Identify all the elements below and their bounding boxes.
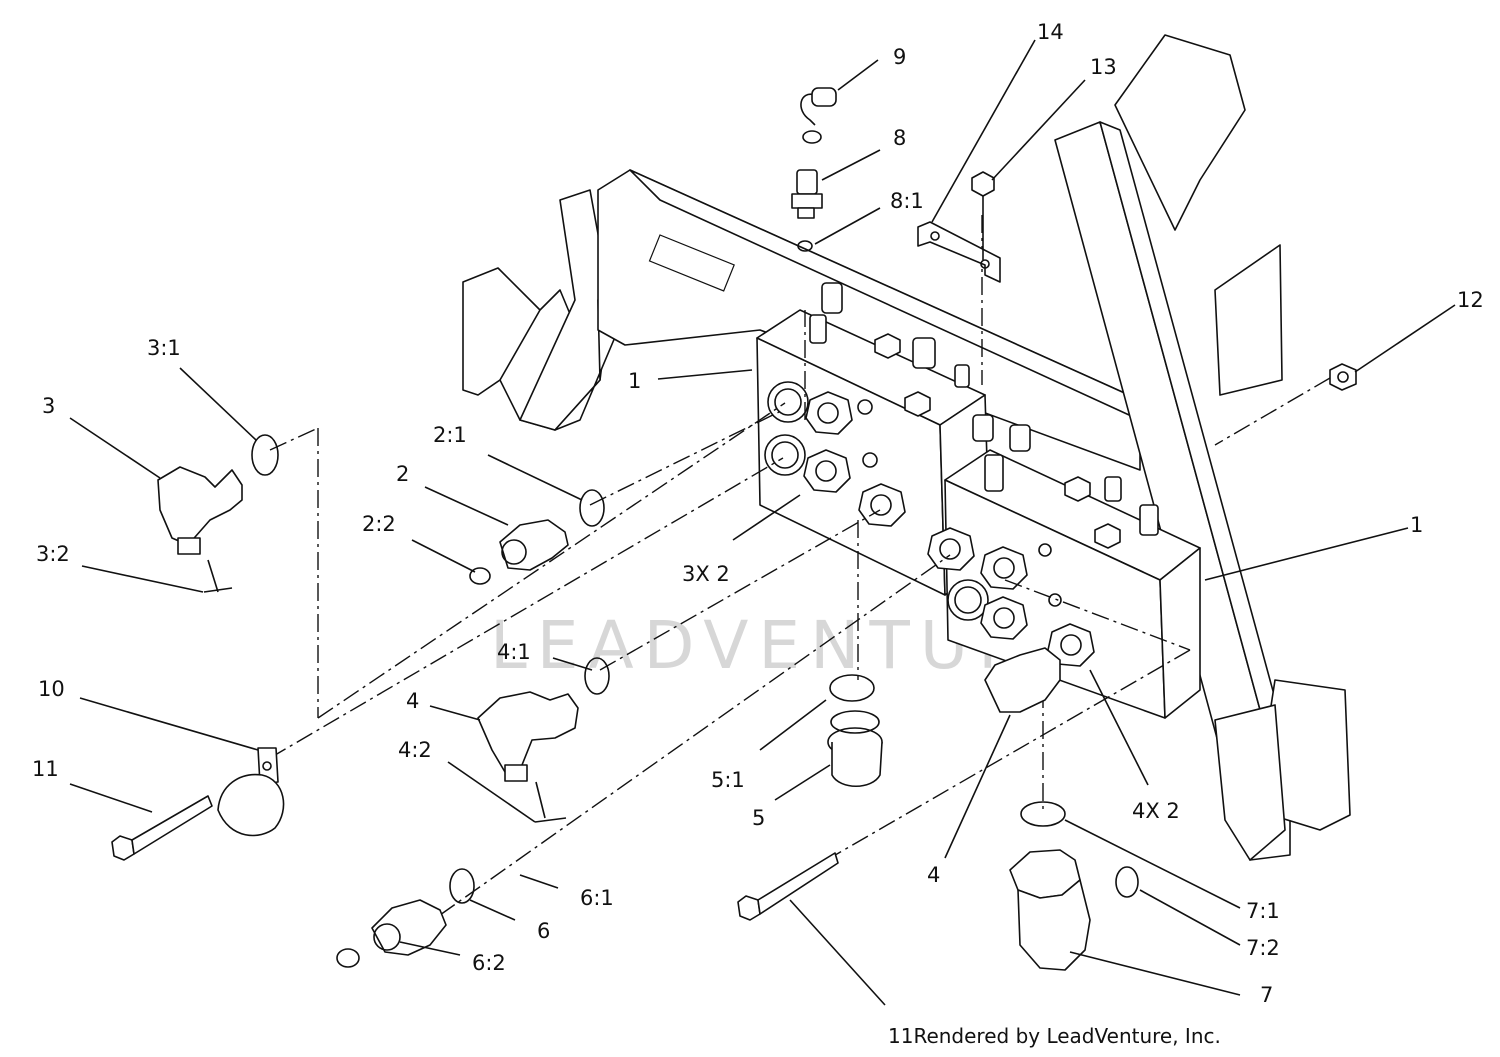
manifold-block-lower xyxy=(944,449,1201,719)
part-11-bolt-right xyxy=(737,852,839,921)
frame-channel xyxy=(597,169,1141,471)
part-4-elbow xyxy=(477,657,610,823)
callout-5-1: 5:1 xyxy=(711,768,745,792)
callout-5: 5 xyxy=(752,806,765,830)
callout-3-1: 3:1 xyxy=(147,336,181,360)
callout-4-2: 4:2 xyxy=(398,738,432,762)
callout-1-upper: 1 xyxy=(628,369,641,393)
callout-9: 9 xyxy=(893,45,906,69)
callout-6: 6 xyxy=(537,919,550,943)
callout-3-2: 3:2 xyxy=(36,542,70,566)
explode-centerlines xyxy=(269,215,1331,916)
render-credit: 11Rendered by LeadVenture, Inc. xyxy=(888,1024,1221,1048)
part-7-elbow xyxy=(1009,801,1139,971)
callout-4-upper: 4 xyxy=(406,689,419,713)
part-12-nut xyxy=(1329,363,1357,391)
callout-2: 2 xyxy=(396,462,409,486)
callout-6-1: 6:1 xyxy=(580,886,614,910)
callout-4x2: 4X 2 xyxy=(1132,799,1180,823)
callout-4-lower: 4 xyxy=(927,863,940,887)
callout-4-1: 4:1 xyxy=(497,640,531,664)
callout-11-left: 11 xyxy=(32,757,59,781)
left-mount-bracket xyxy=(462,189,621,431)
callout-1-lower: 1 xyxy=(1410,513,1423,537)
part-2-fitting xyxy=(469,489,605,585)
part-13-bolt xyxy=(971,171,995,260)
part-8-test-port xyxy=(791,169,823,252)
part-3-elbow xyxy=(157,434,279,593)
part-11-bolt-left xyxy=(111,795,213,861)
callout-7: 7 xyxy=(1260,983,1273,1007)
leader-lines xyxy=(69,39,1456,1006)
part-5-plug xyxy=(827,674,883,787)
callout-7-2: 7:2 xyxy=(1246,936,1280,960)
part-9-cap xyxy=(800,87,837,144)
callout-labels: 9 8 8:1 14 13 12 1 1 3:1 3 3:2 2:1 2 2:2… xyxy=(32,20,1484,1007)
callout-6-2: 6:2 xyxy=(472,951,506,975)
part-4-elbow-right xyxy=(984,647,1061,713)
callout-8-1: 8:1 xyxy=(890,189,924,213)
callout-14: 14 xyxy=(1037,20,1064,44)
callout-2-2: 2:2 xyxy=(362,512,396,536)
callout-3: 3 xyxy=(42,394,55,418)
part-10-clamp xyxy=(217,747,285,837)
callout-7-1: 7:1 xyxy=(1246,899,1280,923)
callout-10: 10 xyxy=(38,677,65,701)
callout-13: 13 xyxy=(1090,55,1117,79)
callout-2-1: 2:1 xyxy=(433,423,467,447)
right-frame-post xyxy=(1054,34,1351,861)
callout-8: 8 xyxy=(893,126,906,150)
callout-12: 12 xyxy=(1457,288,1484,312)
part-6-fitting xyxy=(336,868,475,968)
part-14-bracket xyxy=(917,221,1001,283)
callout-3x2: 3X 2 xyxy=(682,562,730,586)
